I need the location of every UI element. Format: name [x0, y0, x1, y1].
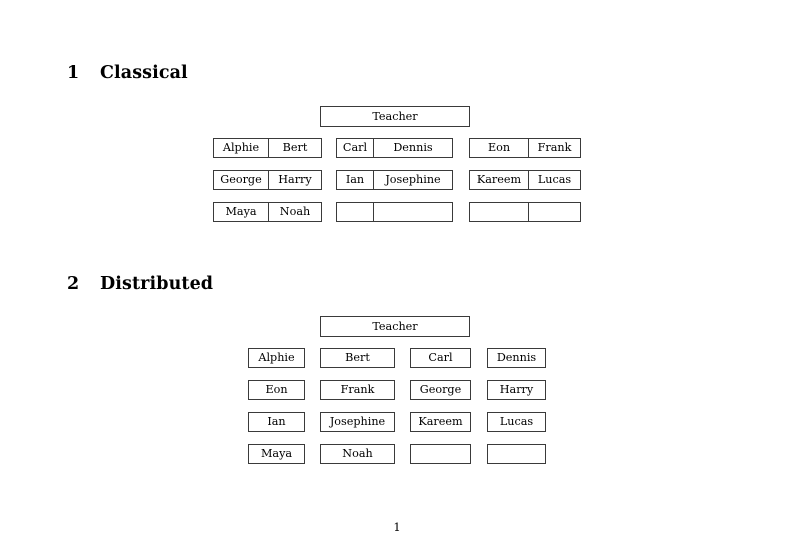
seat-cell: Eon [469, 138, 528, 158]
seat-cell: Dennis [373, 138, 453, 158]
teacher-box-distributed: Teacher [320, 316, 470, 337]
table-row: George Harry [213, 170, 322, 190]
section-title: Distributed [100, 274, 214, 294]
seat-cell-empty [528, 202, 581, 222]
seat-cell-empty [336, 202, 373, 222]
seat-cell: Kareem [410, 412, 471, 432]
seat-cell: Bert [268, 138, 322, 158]
seat-cell: Ian [248, 412, 305, 432]
table-row [336, 202, 453, 222]
seat-cell: George [213, 170, 268, 190]
seat-cell: Ian [336, 170, 373, 190]
seat-cell: Carl [410, 348, 471, 368]
table-row [469, 202, 581, 222]
teacher-box-classical: Teacher [320, 106, 470, 127]
table-row: Alphie Bert Carl Dennis [248, 348, 548, 368]
seat-cell: Frank [320, 380, 395, 400]
seat-cell-empty [410, 444, 471, 464]
seat-cell: Frank [528, 138, 581, 158]
seat-cell: George [410, 380, 471, 400]
seat-cell: Noah [268, 202, 322, 222]
seat-cell-empty [469, 202, 528, 222]
table-row: Kareem Lucas [469, 170, 581, 190]
page-number: 1 [393, 520, 401, 534]
table-row: Alphie Bert [213, 138, 322, 158]
table-row: Eon Frank George Harry [248, 380, 548, 400]
seat-cell: Kareem [469, 170, 528, 190]
seat-cell: Alphie [213, 138, 268, 158]
seat-cell: Alphie [248, 348, 305, 368]
section-heading-classical: 1 Classical [67, 63, 188, 83]
seat-cell: Bert [320, 348, 395, 368]
table-row: Ian Josephine [336, 170, 453, 190]
seat-cell-empty [487, 444, 546, 464]
seat-cell: Eon [248, 380, 305, 400]
table-row: Eon Frank [469, 138, 581, 158]
table-row: Ian Josephine Kareem Lucas [248, 412, 548, 432]
table-row: Carl Dennis [336, 138, 453, 158]
seat-cell-empty [373, 202, 453, 222]
seat-cell: Lucas [487, 412, 546, 432]
seat-cell: Noah [320, 444, 395, 464]
seat-cell: Josephine [373, 170, 453, 190]
table-row: Maya Noah [213, 202, 322, 222]
seat-cell: Josephine [320, 412, 395, 432]
seat-cell: Carl [336, 138, 373, 158]
seat-cell: Dennis [487, 348, 546, 368]
section-heading-distributed: 2 Distributed [67, 274, 214, 294]
seat-cell: Maya [213, 202, 268, 222]
seat-cell: Harry [268, 170, 322, 190]
table-row: Maya Noah [248, 444, 548, 464]
seat-cell: Harry [487, 380, 546, 400]
section-number: 1 [67, 63, 80, 83]
seat-cell: Maya [248, 444, 305, 464]
seat-cell: Lucas [528, 170, 581, 190]
section-number: 2 [67, 274, 80, 294]
section-title: Classical [100, 63, 188, 83]
